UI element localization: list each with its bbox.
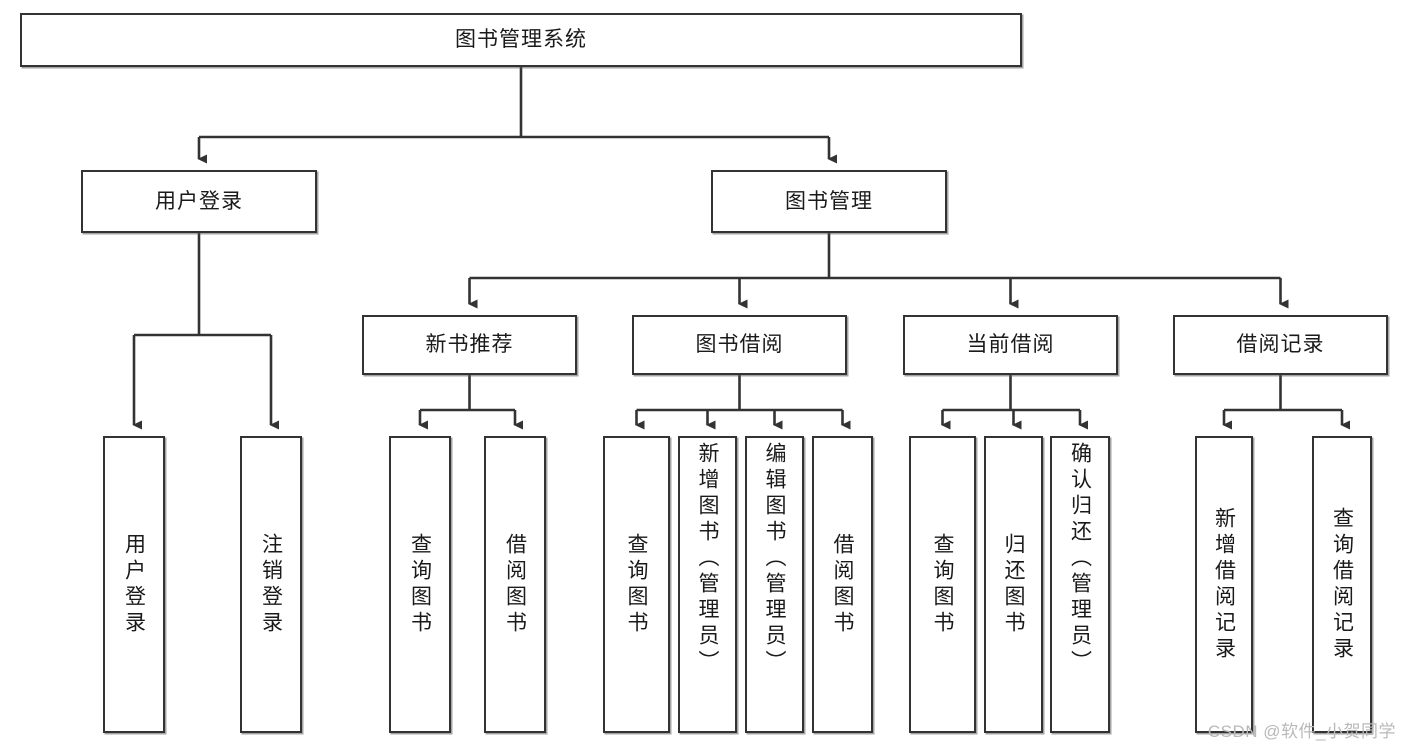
- node-root[interactable]: 图书管理系统: [20, 13, 1022, 67]
- node-borrow-record-label: 借阅记录: [1236, 333, 1325, 357]
- node-leaf-return-book[interactable]: 归还图书: [984, 436, 1043, 733]
- node-leaf-edit-book[interactable]: 编辑图书（管理员）: [745, 436, 804, 733]
- node-leaf-return-book-label: 归还图书: [1002, 532, 1025, 637]
- node-leaf-query-book-2[interactable]: 查询图书: [603, 436, 670, 733]
- node-borrow-record[interactable]: 借阅记录: [1173, 315, 1388, 375]
- node-book-borrow-label: 图书借阅: [695, 333, 784, 357]
- node-book-manage-label: 图书管理: [785, 189, 873, 213]
- node-leaf-borrow-book-2[interactable]: 借阅图书: [812, 436, 873, 733]
- node-leaf-add-book[interactable]: 新增图书（管理员）: [678, 436, 737, 733]
- node-leaf-user-login-label: 用户登录: [122, 532, 146, 637]
- node-leaf-query-record-label: 查询借阅记录: [1330, 506, 1354, 663]
- node-root-label: 图书管理系统: [455, 28, 587, 52]
- node-leaf-query-book-1[interactable]: 查询图书: [389, 436, 451, 733]
- node-user-login-label: 用户登录: [155, 189, 243, 213]
- node-book-borrow[interactable]: 图书借阅: [632, 315, 847, 375]
- node-leaf-confirm-return[interactable]: 确认归还（管理员）: [1050, 436, 1110, 733]
- node-leaf-add-record-label: 新增借阅记录: [1212, 506, 1236, 663]
- node-leaf-add-record[interactable]: 新增借阅记录: [1195, 436, 1253, 733]
- node-leaf-user-login[interactable]: 用户登录: [103, 436, 165, 733]
- node-leaf-confirm-return-label: 确认归还（管理员）: [1068, 442, 1092, 676]
- node-current-borrow-label: 当前借阅: [966, 333, 1055, 357]
- node-leaf-user-logout[interactable]: 注销登录: [240, 436, 302, 733]
- watermark-text: CSDN @软件_小贺同学: [1207, 722, 1396, 741]
- node-leaf-borrow-book-2-label: 借阅图书: [831, 532, 854, 637]
- node-new-book-rec-label: 新书推荐: [425, 333, 514, 357]
- node-leaf-query-book-3-label: 查询图书: [931, 532, 954, 637]
- node-book-manage[interactable]: 图书管理: [711, 170, 947, 233]
- node-new-book-rec[interactable]: 新书推荐: [362, 315, 577, 375]
- node-leaf-query-book-1-label: 查询图书: [408, 532, 432, 637]
- node-current-borrow[interactable]: 当前借阅: [903, 315, 1118, 375]
- node-leaf-add-book-label: 新增图书（管理员）: [696, 442, 719, 676]
- node-leaf-borrow-book-1-label: 借阅图书: [503, 532, 527, 637]
- node-leaf-query-book-2-label: 查询图书: [625, 532, 648, 637]
- node-leaf-user-logout-label: 注销登录: [259, 532, 283, 637]
- node-leaf-edit-book-label: 编辑图书（管理员）: [763, 442, 786, 676]
- node-leaf-borrow-book-1[interactable]: 借阅图书: [484, 436, 546, 733]
- node-user-login[interactable]: 用户登录: [81, 170, 317, 233]
- node-leaf-query-record[interactable]: 查询借阅记录: [1312, 436, 1372, 733]
- node-leaf-query-book-3[interactable]: 查询图书: [909, 436, 976, 733]
